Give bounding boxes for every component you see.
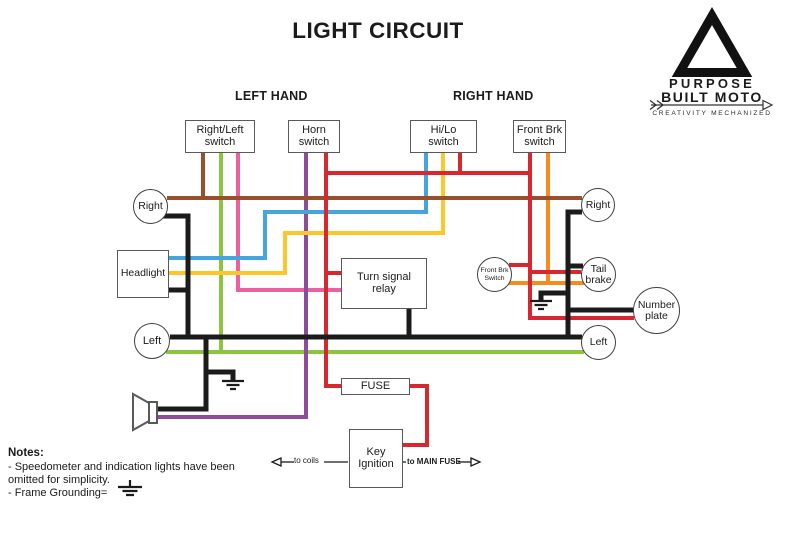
box-hilo-switch-label2: switch bbox=[428, 135, 459, 148]
circle-number-plate-label1: Number bbox=[637, 298, 676, 311]
circle-number-plate-label2: plate bbox=[645, 309, 668, 322]
ground-symbol-right-icon bbox=[530, 299, 552, 311]
page-title: LIGHT CIRCUIT bbox=[292, 18, 464, 43]
circle-left-indicator-left: Left bbox=[134, 323, 170, 359]
box-fuse-label: FUSE bbox=[360, 379, 391, 392]
circle-tail-brake-label1: Tail bbox=[590, 263, 607, 275]
wire-red-horn-to-fuse bbox=[324, 153, 341, 388]
circle-right-indicator-left: Left bbox=[581, 325, 616, 360]
horn-speaker bbox=[132, 392, 158, 432]
logo-name-line2: BUILT MOTO bbox=[661, 88, 763, 105]
ground-symbol-left-icon bbox=[222, 379, 244, 391]
horn-speaker-driver-icon bbox=[148, 401, 158, 424]
wire-black-left-vertical bbox=[163, 213, 191, 337]
notes-line-2: omitted for simplicity. bbox=[8, 474, 110, 486]
box-right-left-switch-label2: switch bbox=[204, 135, 236, 148]
logo-arrowhead-icon bbox=[762, 99, 774, 111]
wire-layer-black bbox=[157, 209, 633, 412]
wire-yellow-lo-beam bbox=[169, 153, 445, 275]
notes-heading: Notes: bbox=[8, 447, 44, 459]
section-label-right-hand: RIGHT HAND bbox=[453, 89, 534, 103]
box-right-left-switch: Right/Left switch bbox=[185, 120, 255, 153]
box-front-brk-switch: Front Brk switch bbox=[513, 120, 566, 153]
circle-right-indicator-right: Right bbox=[581, 188, 615, 222]
box-front-brk-switch-label2: switch bbox=[524, 135, 555, 148]
box-hilo-switch: Hi/Lo switch bbox=[410, 120, 477, 153]
box-key-ignition-label2: Ignition bbox=[358, 457, 394, 470]
wire-black-right-ground-branch bbox=[538, 290, 568, 301]
box-key-ignition: Key Ignition bbox=[349, 429, 403, 488]
box-horn-switch-label1: Horn bbox=[302, 124, 326, 136]
wire-black-to-horn-speaker bbox=[157, 337, 209, 412]
notes-line-3: - Frame Grounding= bbox=[8, 487, 108, 499]
wire-layer bbox=[157, 153, 634, 447]
ground-symbol-notes-icon bbox=[118, 480, 142, 497]
box-horn-switch: Horn switch bbox=[288, 120, 340, 153]
box-turn-signal-relay: Turn signal relay bbox=[341, 258, 427, 309]
wire-red-fuse-to-ignition bbox=[403, 384, 429, 447]
box-horn-switch-label2: switch bbox=[298, 135, 330, 148]
logo-tagline: CREATIVITY MECHANIZED bbox=[652, 110, 772, 117]
circle-right-indicator-left-label: Left bbox=[589, 336, 608, 349]
box-right-left-switch-label1: Right/Left bbox=[196, 124, 244, 136]
circle-right-indicator-right-label: Right bbox=[585, 198, 611, 211]
ignition-arrows bbox=[270, 456, 482, 468]
circle-left-indicator-left-label: Left bbox=[142, 334, 162, 347]
to-coils-label: to coils bbox=[294, 456, 319, 465]
circle-tail-brake: Tail brake bbox=[581, 257, 616, 292]
circle-front-brk-switch-label2: Switch bbox=[484, 274, 505, 282]
box-fuse: FUSE bbox=[341, 378, 410, 395]
box-turn-signal-relay-label1: Turn signal bbox=[356, 271, 411, 283]
logo-triangle-icon bbox=[671, 6, 753, 77]
logo-graphics bbox=[649, 6, 774, 111]
box-turn-signal-relay-label2: relay bbox=[372, 282, 396, 295]
box-key-ignition-label1: Key bbox=[366, 446, 386, 458]
circle-front-brk-switch-label1: Front Brk bbox=[480, 267, 509, 274]
box-headlight-label: Headlight bbox=[120, 267, 166, 280]
wire-red-frontbrk-to-numberplate bbox=[528, 153, 634, 320]
wire-black-left-ground-branch bbox=[206, 369, 236, 381]
circle-front-brk-switch: Front Brk Switch bbox=[477, 257, 512, 292]
horn-speaker-cone-icon bbox=[132, 392, 150, 432]
box-hilo-switch-label1: Hi/Lo bbox=[430, 124, 457, 136]
notes-line-1: - Speedometer and indication lights have… bbox=[8, 460, 235, 473]
to-main-fuse-arrowhead-icon bbox=[470, 456, 482, 468]
circle-number-plate: Number plate bbox=[633, 287, 680, 334]
ground-symbols bbox=[118, 299, 552, 497]
logo-name-line1: PURPOSE bbox=[669, 76, 755, 91]
box-front-brk-switch-label1: Front Brk bbox=[516, 124, 563, 136]
wire-blue-hi-beam bbox=[169, 153, 428, 260]
to-coils-arrowhead-icon bbox=[270, 456, 282, 468]
circle-left-indicator-right: Right bbox=[133, 189, 168, 224]
wire-purple-horn bbox=[157, 153, 308, 419]
circle-left-indicator-right-label: Right bbox=[138, 200, 163, 213]
section-label-left-hand: LEFT HAND bbox=[235, 89, 308, 103]
box-headlight: Headlight bbox=[117, 250, 169, 298]
circle-tail-brake-label2: brake bbox=[585, 273, 612, 286]
to-main-fuse-label: to MAIN FUSE bbox=[407, 456, 461, 466]
